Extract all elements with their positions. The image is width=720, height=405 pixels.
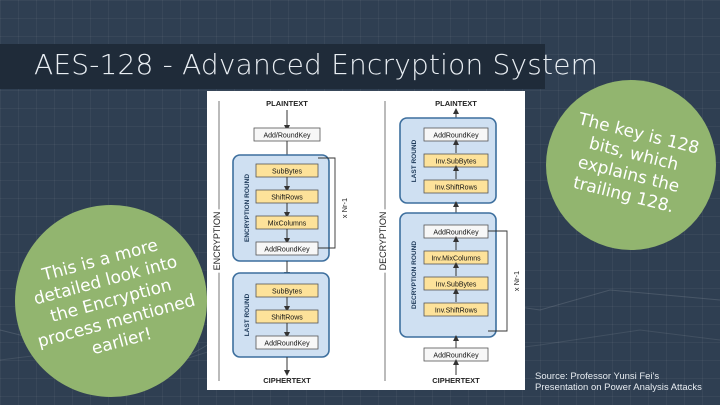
callout-left-text: This is a more detailed look into the En… bbox=[31, 234, 198, 359]
dec-op-box bbox=[423, 302, 489, 317]
dec-plaintext: PLAINTEXT bbox=[435, 99, 477, 108]
enc-last-op-label: ShiftRows bbox=[271, 315, 303, 322]
dec-op-label: Inv.SubBytes bbox=[436, 282, 477, 289]
dec-last-op-label: AddRoundKey bbox=[433, 133, 479, 140]
dec-op-label: AddRoundKey bbox=[433, 230, 479, 237]
dec-loop-bracket bbox=[488, 230, 508, 332]
enc-op-label: AddRoundKey bbox=[264, 247, 310, 254]
dec-round-label: DECRYPTION ROUND bbox=[411, 241, 418, 309]
dec-op-label: Inv.MixColumns bbox=[431, 256, 481, 263]
enc-op-label: SubBytes bbox=[272, 169, 302, 176]
dec-op-label: Inv.ShiftRows bbox=[435, 308, 478, 315]
callout-bubble-right: The key is 128 bits, which explains the … bbox=[546, 80, 716, 250]
dec-repeat-label: x Nr-1 bbox=[512, 271, 521, 291]
enc-round-label: ENCRYPTION ROUND bbox=[244, 174, 251, 242]
dec-ciphertext: CIPHERTEXT bbox=[432, 376, 480, 385]
enc-ciphertext: CIPHERTEXT bbox=[263, 376, 311, 385]
enc-last-round-label: LAST ROUND bbox=[244, 293, 251, 336]
enc-last-op-label: SubBytes bbox=[272, 289, 302, 296]
enc-side-label: ENCRYPTION bbox=[212, 212, 222, 271]
dec-last-op-label: Inv.SubBytes bbox=[436, 159, 477, 166]
enc-addroundkey-label: Add/RoundKey bbox=[263, 133, 311, 140]
enc-round-box bbox=[232, 154, 330, 262]
enc-op-box bbox=[255, 241, 319, 256]
enc-loop-bracket bbox=[318, 157, 336, 249]
callout-right-text: The key is 128 bits, which explains the … bbox=[571, 109, 702, 218]
callout-bubble-left: This is a more detailed look into the En… bbox=[15, 205, 207, 397]
aes-diagram-svg: PLAINTEXT Add/RoundKey ENCRYPTION ROUND … bbox=[209, 99, 521, 385]
dec-last-op-label: Inv.ShiftRows bbox=[435, 185, 478, 192]
enc-op-label: ShiftRows bbox=[271, 195, 303, 202]
source-citation: Source: Professor Yunsi Fei's Presentati… bbox=[535, 371, 702, 393]
enc-repeat-label: x Nr-1 bbox=[340, 198, 349, 218]
enc-plaintext: PLAINTEXT bbox=[266, 99, 308, 108]
dec-side-label: DECRYPTION bbox=[378, 212, 388, 271]
enc-last-op-label: AddRoundKey bbox=[264, 341, 310, 348]
slide-title: AES-128 - Advanced Encryption System bbox=[34, 48, 599, 81]
enc-op-label: MixColumns bbox=[268, 221, 307, 228]
aes-diagram: PLAINTEXT Add/RoundKey ENCRYPTION ROUND … bbox=[207, 91, 525, 390]
dec-last-round-label: LAST ROUND bbox=[411, 139, 418, 182]
enc-last-op-box bbox=[255, 335, 319, 350]
dec-last-op-box bbox=[423, 179, 489, 194]
title-bar bbox=[0, 44, 545, 89]
dec-addroundkey-label: AddRoundKey bbox=[433, 353, 479, 360]
